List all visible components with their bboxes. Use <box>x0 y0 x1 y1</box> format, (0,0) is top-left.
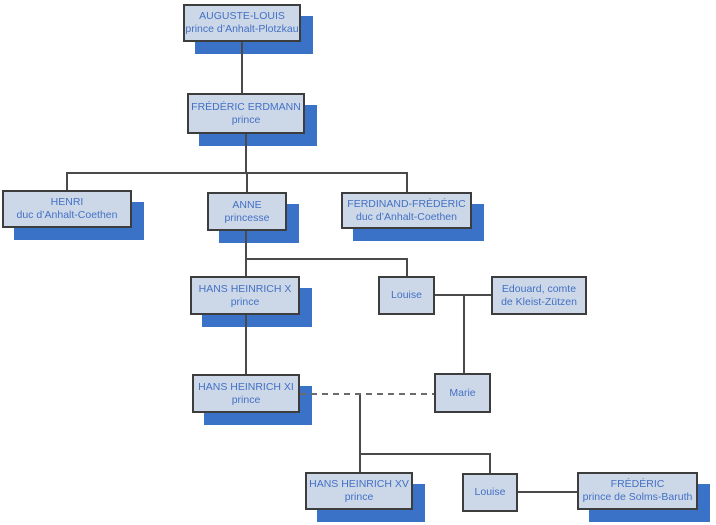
connector-louise-frederic-marriage <box>518 491 577 493</box>
node-title: prince <box>344 491 374 503</box>
node-title: prince d’Anhalt-Plotzkau <box>185 23 299 35</box>
node-name: HANS HEINRICH XI <box>198 380 294 393</box>
connector-couple-hansxv <box>359 395 361 472</box>
node-frederic-erdmann[interactable]: FRÉDÉRIC ERDMANN prince <box>187 93 305 134</box>
connector-drop-anne <box>246 172 248 192</box>
node-name: HANS HEINRICH X <box>198 282 292 295</box>
node-louise-solms[interactable]: Louise <box>462 473 518 512</box>
node-name: HENRI <box>50 196 84 208</box>
node-title: prince <box>231 393 261 406</box>
node-name: Marie <box>449 386 476 399</box>
node-ferdinand-frederic[interactable]: FERDINAND-FRÉDÉRIC duc d’Anhalt-Coethen <box>341 192 472 229</box>
connector-hansxi-children-bus <box>359 453 491 455</box>
node-title: prince <box>230 295 260 308</box>
node-hans-heinrich-xv[interactable]: HANS HEINRICH XV prince <box>305 472 413 510</box>
node-title: princesse <box>224 211 270 224</box>
node-name: FERDINAND-FRÉDÉRIC <box>347 197 466 210</box>
connector-couple-marie <box>463 294 465 373</box>
node-edouard-kleist[interactable]: Edouard, comte de Kleist-Zützen <box>491 276 587 315</box>
node-hans-heinrich-xi[interactable]: HANS HEINRICH XI prince <box>192 374 300 413</box>
connector-anne-children-bus <box>245 258 407 260</box>
connector-frederic-bus <box>245 134 247 172</box>
node-anne[interactable]: ANNE princesse <box>207 192 287 231</box>
node-henri[interactable]: HENRI duc d’Anhalt-Coethen <box>2 190 132 228</box>
node-title: duc d’Anhalt-Coethen <box>356 210 457 223</box>
node-marie[interactable]: Marie <box>434 373 491 413</box>
node-name: AUGUSTE-LOUIS <box>199 10 285 22</box>
node-hans-heinrich-x[interactable]: HANS HEINRICH X prince <box>190 276 300 315</box>
node-title: prince <box>231 113 261 126</box>
connector-drop-louise-solms <box>489 453 491 473</box>
node-name: ANNE <box>232 198 262 211</box>
node-title: duc d’Anhalt-Coethen <box>16 209 118 221</box>
node-title: prince de Solms-Baruth <box>582 491 693 503</box>
node-name: Louise <box>474 486 506 498</box>
node-frederic-solms[interactable]: FRÉDÉRIC prince de Solms-Baruth <box>577 472 698 510</box>
node-louise-kleist[interactable]: Louise <box>378 276 435 315</box>
node-name: Edouard, comte <box>501 282 577 295</box>
node-name: FRÉDÉRIC ERDMANN <box>191 100 301 113</box>
connector-drop-louise-kleist <box>406 258 408 276</box>
connector-auguste-frederic <box>241 42 243 93</box>
node-title: de Kleist-Zützen <box>501 295 577 308</box>
connector-anne-hansx <box>245 231 247 276</box>
node-auguste-louis[interactable]: AUGUSTE-LOUIS prince d’Anhalt-Plotzkau <box>183 4 301 42</box>
connector-hansxi-marie-dashed-marriage <box>300 393 434 395</box>
node-name: FRÉDÉRIC <box>610 478 665 490</box>
connector-row3-bus <box>66 172 407 174</box>
node-name: Louise <box>391 289 422 301</box>
connector-drop-henri <box>66 172 68 190</box>
connector-drop-ferdinand <box>406 172 408 192</box>
connector-hansx-hansxi <box>245 315 247 374</box>
node-name: HANS HEINRICH XV <box>309 478 409 490</box>
